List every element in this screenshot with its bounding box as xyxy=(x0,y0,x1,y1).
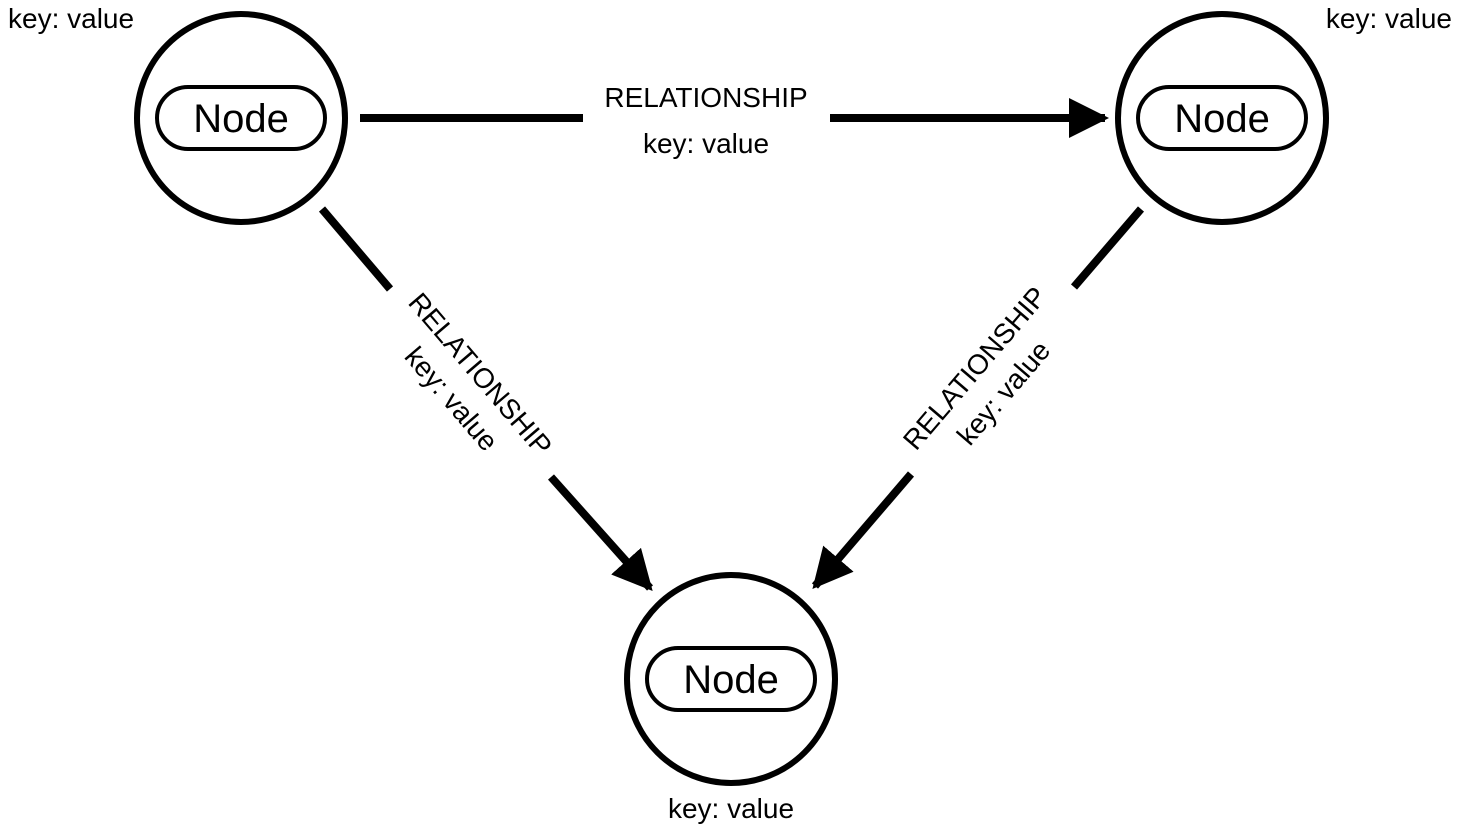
relationship-type-label: RELATIONSHIP xyxy=(604,82,807,113)
node-label: Node xyxy=(193,97,289,141)
relationship-top-left-to-top-right[interactable]: RELATIONSHIP key: value xyxy=(360,82,1109,159)
relationship-top-right-to-bottom[interactable]: RELATIONSHIP key: value xyxy=(811,206,1145,590)
node-property-label: key: value xyxy=(8,3,134,34)
node-property-label: key: value xyxy=(1326,3,1452,34)
node-label-pill xyxy=(1136,85,1308,151)
node-label: Node xyxy=(683,658,779,702)
relationship-line-segment xyxy=(318,206,394,292)
node-property-label: key: value xyxy=(668,793,794,824)
node-top-right[interactable]: Node key: value xyxy=(1115,3,1452,225)
relationship-arrow xyxy=(548,474,653,591)
node-bottom[interactable]: Node key: value xyxy=(624,572,838,824)
relationship-line-segment xyxy=(1070,206,1145,290)
relationship-property-label: key: value xyxy=(643,128,769,159)
node-label-pill xyxy=(155,85,327,151)
node-label-pill xyxy=(645,646,817,712)
node-label: Node xyxy=(1174,97,1270,141)
relationship-top-left-to-bottom[interactable]: RELATIONSHIP key: value xyxy=(318,206,653,591)
relationship-arrow xyxy=(811,471,915,590)
node-top-left[interactable]: Node key: value xyxy=(8,3,348,225)
